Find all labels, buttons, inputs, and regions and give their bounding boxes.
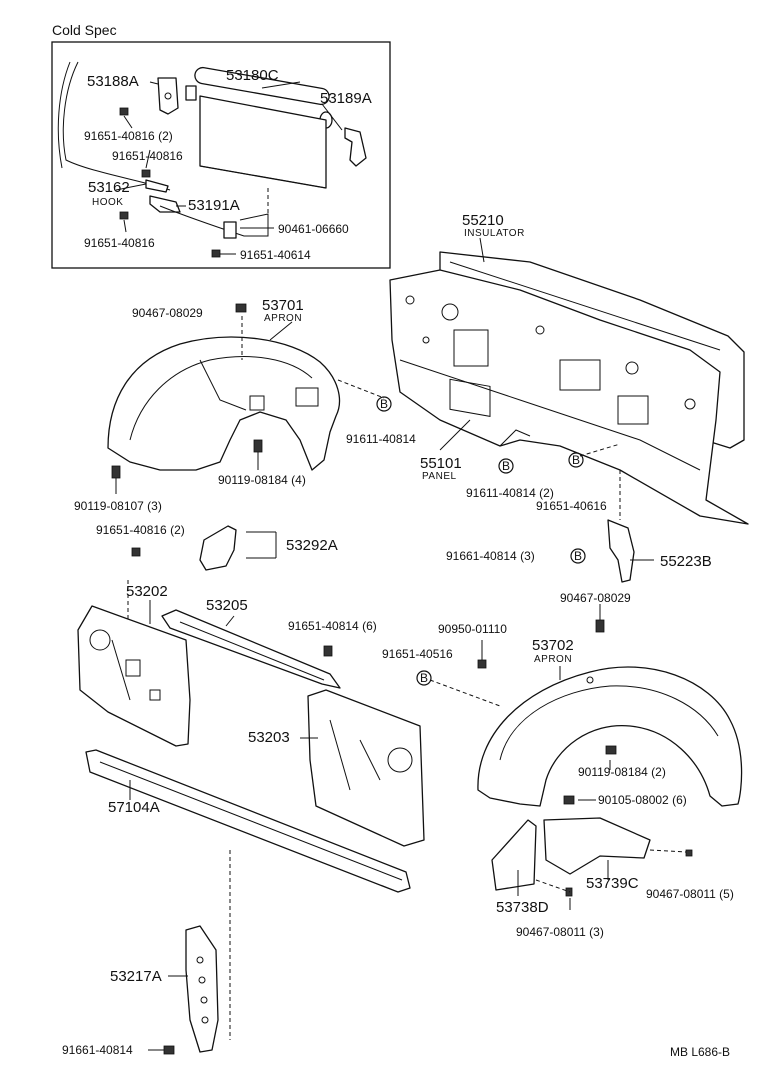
label-90119-08184-4: 90119-08184 (4) bbox=[218, 473, 306, 487]
label-55223B: 55223B bbox=[660, 553, 712, 570]
support-53202 bbox=[77, 605, 191, 747]
label-91651-40616: 91651-40616 bbox=[536, 499, 607, 513]
roller-blind bbox=[185, 66, 333, 189]
label-90467-08029-a: 90467-08029 bbox=[132, 306, 203, 320]
label-90105-08002: 90105-08002 (6) bbox=[598, 793, 687, 807]
label-53189A: 53189A bbox=[320, 90, 372, 107]
label-53292A: 53292A bbox=[286, 537, 338, 554]
label-apron-1: APRON bbox=[264, 313, 302, 324]
label-91651-40814-6: 91651-40814 (6) bbox=[288, 619, 377, 633]
label-53162: 53162 bbox=[88, 179, 130, 196]
apron-53702 bbox=[477, 666, 743, 807]
upper-support-53205 bbox=[161, 609, 341, 689]
label-91611-40814: 91611-40814 bbox=[346, 432, 416, 446]
support-53203 bbox=[307, 689, 425, 847]
reference-b-icon bbox=[376, 396, 586, 686]
blind-cord bbox=[159, 205, 269, 237]
label-91651-40614: 91651-40614 bbox=[240, 248, 311, 262]
label-90461-06660: 90461-06660 bbox=[278, 222, 349, 236]
b-5: B bbox=[420, 671, 428, 685]
b-1: B bbox=[380, 397, 388, 411]
label-apron-2: APRON bbox=[534, 654, 572, 665]
apron-53701 bbox=[107, 336, 341, 471]
crossmember-57104A bbox=[85, 749, 411, 893]
bracket-53189A bbox=[344, 127, 367, 167]
label-91651-40816-b: 91651-40816 bbox=[84, 236, 155, 250]
shield-53739C bbox=[543, 817, 651, 875]
b-4: B bbox=[574, 549, 582, 563]
inset-title: Cold Spec bbox=[52, 22, 117, 38]
label-53205: 53205 bbox=[206, 597, 248, 614]
diagram-code: MB L686-B bbox=[670, 1045, 730, 1059]
label-55101: 55101 bbox=[420, 455, 462, 472]
label-91651-40816-2: 91651-40816 (2) bbox=[84, 129, 173, 143]
label-insulator: INSULATOR bbox=[464, 228, 525, 239]
hook-53162 bbox=[145, 179, 169, 193]
panel-55101 bbox=[389, 269, 749, 525]
label-53738D: 53738D bbox=[496, 899, 549, 916]
bracket-55223B bbox=[607, 519, 635, 583]
label-91651-40516: 91651-40516 bbox=[382, 647, 453, 661]
label-53188A: 53188A bbox=[87, 73, 139, 90]
label-53739C: 53739C bbox=[586, 875, 639, 892]
label-53701: 53701 bbox=[262, 297, 304, 314]
label-53702: 53702 bbox=[532, 637, 574, 654]
label-90950-01110: 90950-01110 bbox=[438, 622, 507, 636]
label-53217A: 53217A bbox=[110, 968, 162, 985]
label-90467-08011-5: 90467-08011 (5) bbox=[646, 887, 734, 901]
label-hook: HOOK bbox=[92, 197, 123, 208]
plate-53738D bbox=[491, 819, 537, 891]
b-3: B bbox=[572, 453, 580, 467]
b-2: B bbox=[502, 459, 510, 473]
hood-edge-line bbox=[62, 61, 171, 191]
plate-53292A bbox=[199, 525, 237, 571]
label-panel: PANEL bbox=[422, 471, 457, 482]
label-90467-08011-3: 90467-08011 (3) bbox=[516, 925, 604, 939]
brace-53217A bbox=[185, 925, 219, 1053]
label-90119-08184-2: 90119-08184 (2) bbox=[578, 765, 666, 779]
label-91651-40816-a: 91651-40816 bbox=[112, 149, 183, 163]
label-53203: 53203 bbox=[248, 729, 290, 746]
inset-frame bbox=[51, 41, 391, 269]
label-90467-08029-b: 90467-08029 bbox=[560, 591, 631, 605]
label-91651-40816-2: 91651-40816 (2) bbox=[96, 523, 185, 537]
catch-53191A bbox=[149, 195, 181, 213]
label-91611-40814-2: 91611-40814 (2) bbox=[466, 486, 554, 500]
label-55210: 55210 bbox=[462, 212, 504, 229]
label-91661-40814-3: 91661-40814 (3) bbox=[446, 549, 535, 563]
inset-bolt-icon bbox=[119, 107, 221, 258]
label-91661-40814: 91661-40814 bbox=[62, 1043, 133, 1057]
cold-spec-inset: Cold Spec bbox=[51, 22, 391, 269]
label-57104A: 57104A bbox=[108, 799, 160, 816]
label-53191A: 53191A bbox=[188, 197, 240, 214]
label-53202: 53202 bbox=[126, 583, 168, 600]
label-53180C: 53180C bbox=[226, 67, 279, 84]
label-90119-08107: 90119-08107 (3) bbox=[74, 499, 162, 513]
